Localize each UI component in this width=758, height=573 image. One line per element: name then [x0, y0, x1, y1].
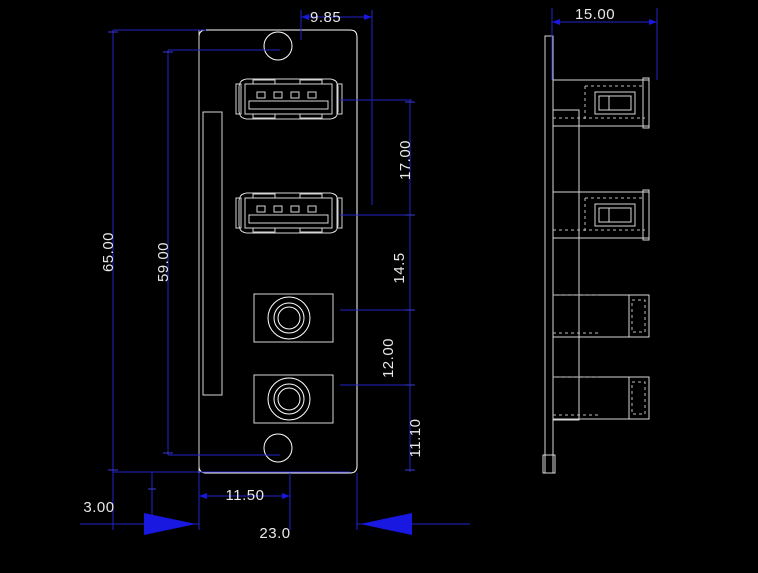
- usb-body-2-inner-core: [598, 207, 632, 223]
- usb-port-2-tab-bot-left: [252, 227, 276, 233]
- dim-bottom-overall-width: [80, 473, 470, 535]
- audio-jack-2-ring-inner: [277, 387, 301, 411]
- dim-23-arrow-right: [360, 513, 412, 535]
- usb-body-2-inner-shell: [594, 203, 636, 227]
- usb-port-1-contact-2: [273, 91, 283, 99]
- dim-23-arrow-left: [144, 513, 196, 535]
- usb-a-port-1: [235, 78, 343, 120]
- side-view-group: [542, 35, 650, 474]
- audio-jack-body-2: [552, 376, 650, 420]
- dim-top-side-width: [551, 8, 658, 80]
- side-bottom-detail: [542, 454, 556, 474]
- dim-label-11-50: 11.50: [226, 487, 265, 504]
- usb-body-2-end-cap: [642, 189, 650, 241]
- dim-label-11-10: 11.10: [407, 419, 424, 458]
- dim-9-85-arrow-right: [364, 14, 372, 20]
- usb-port-2-contact-3: [290, 205, 300, 213]
- usb-body-1-end-cap: [642, 77, 650, 129]
- usb-port-2-tab-top-left: [252, 193, 276, 199]
- usb-port-1-tab-top-left: [252, 79, 276, 85]
- usb-port-2-flange-left: [235, 197, 242, 229]
- audio-jack-body-1: [552, 294, 650, 338]
- mounting-hole-top-icon: [263, 31, 293, 61]
- usb-port-2-tab-top-right: [299, 193, 323, 199]
- dim-1150-arrow-right: [282, 493, 290, 499]
- dim-label-17-00: 17.00: [397, 140, 414, 180]
- dim-right-chain: [340, 99, 415, 472]
- dim-9-85-arrow-left: [301, 14, 309, 20]
- dim-left-inner-height: [163, 49, 280, 456]
- dim-left-outer-height: [108, 29, 350, 473]
- usb-body-1-inner-shell: [594, 91, 636, 115]
- front-view-group: [198, 29, 358, 474]
- usb-port-2-contact-1: [256, 205, 266, 213]
- audio-jack-2-ring-outer: [267, 377, 311, 421]
- usb-port-1-contact-3: [290, 91, 300, 99]
- usb-port-1-tongue: [248, 100, 329, 110]
- audio-jack-1-ring-mid: [273, 302, 305, 334]
- audio-jack-2: [253, 374, 334, 424]
- dimension-layer: [80, 8, 658, 535]
- dim-label-59-00: 59.00: [155, 242, 172, 282]
- usb-port-2-tab-bot-right: [299, 227, 323, 233]
- dim-label-12-00: 12.00: [380, 338, 397, 378]
- dim-label-9-85: 9.85: [310, 9, 341, 26]
- dim-label-3-00: 3.00: [83, 499, 114, 516]
- vertical-slot: [202, 111, 223, 396]
- usb-connector-body-2: [552, 189, 650, 241]
- dim-1150-arrow-left: [199, 493, 207, 499]
- dim-label-15-00: 15.00: [575, 6, 615, 23]
- usb-port-1-contact-1: [256, 91, 266, 99]
- usb-port-2-contact-2: [273, 205, 283, 213]
- audio-jack-1-ring-outer: [267, 296, 311, 340]
- dim-top-front-width: [300, 10, 373, 205]
- usb-body-1-inner-core: [598, 95, 632, 111]
- usb-port-1-tab-bot-right: [299, 113, 323, 119]
- dim-label-14-5: 14.5: [391, 252, 408, 283]
- usb-port-2-cavity: [244, 197, 333, 229]
- audio-body-1-hidden-inner: [631, 299, 646, 333]
- usb-port-1-contact-4: [307, 91, 317, 99]
- dim-15-arrow-right: [649, 19, 657, 25]
- usb-port-1-tab-bot-left: [252, 113, 276, 119]
- audio-body-2-cap: [628, 376, 650, 420]
- audio-jack-2-ring-mid: [273, 383, 305, 415]
- side-body-block: [552, 109, 580, 421]
- audio-body-2-hidden-inner: [631, 381, 646, 415]
- dim-label-65-00: 65.00: [100, 232, 117, 272]
- audio-body-1-cap: [628, 294, 650, 338]
- audio-jack-1: [253, 293, 334, 343]
- audio-body-2-outer: [552, 376, 650, 420]
- audio-body-1-outer: [552, 294, 650, 338]
- audio-jack-2-body: [253, 374, 334, 424]
- usb-connector-body-1: [552, 77, 650, 129]
- dim-15-arrow-left: [552, 19, 560, 25]
- usb-port-2-flange-right: [336, 197, 343, 229]
- mounting-hole-bottom-icon: [263, 433, 293, 463]
- side-faceplate-plate: [544, 35, 554, 474]
- dimension-text-layer: 9.85 15.00 65.00 59.00 17.00 14.5 12.00 …: [83, 6, 615, 542]
- usb-a-port-2: [235, 192, 343, 234]
- audio-jack-1-body: [253, 293, 334, 343]
- usb-port-1-cavity: [244, 83, 333, 115]
- dim-bottom-inner-width: [198, 473, 291, 530]
- audio-jack-1-ring-inner: [277, 306, 301, 330]
- usb-port-1-flange-left: [235, 83, 242, 115]
- usb-port-1-shell: [238, 78, 339, 120]
- usb-port-2-tongue: [248, 214, 329, 224]
- usb-port-2-contact-4: [307, 205, 317, 213]
- usb-port-2-shell: [238, 192, 339, 234]
- usb-port-1-flange-right: [336, 83, 343, 115]
- dim-label-23-0: 23.0: [259, 525, 290, 542]
- usb-port-1-tab-top-right: [299, 79, 323, 85]
